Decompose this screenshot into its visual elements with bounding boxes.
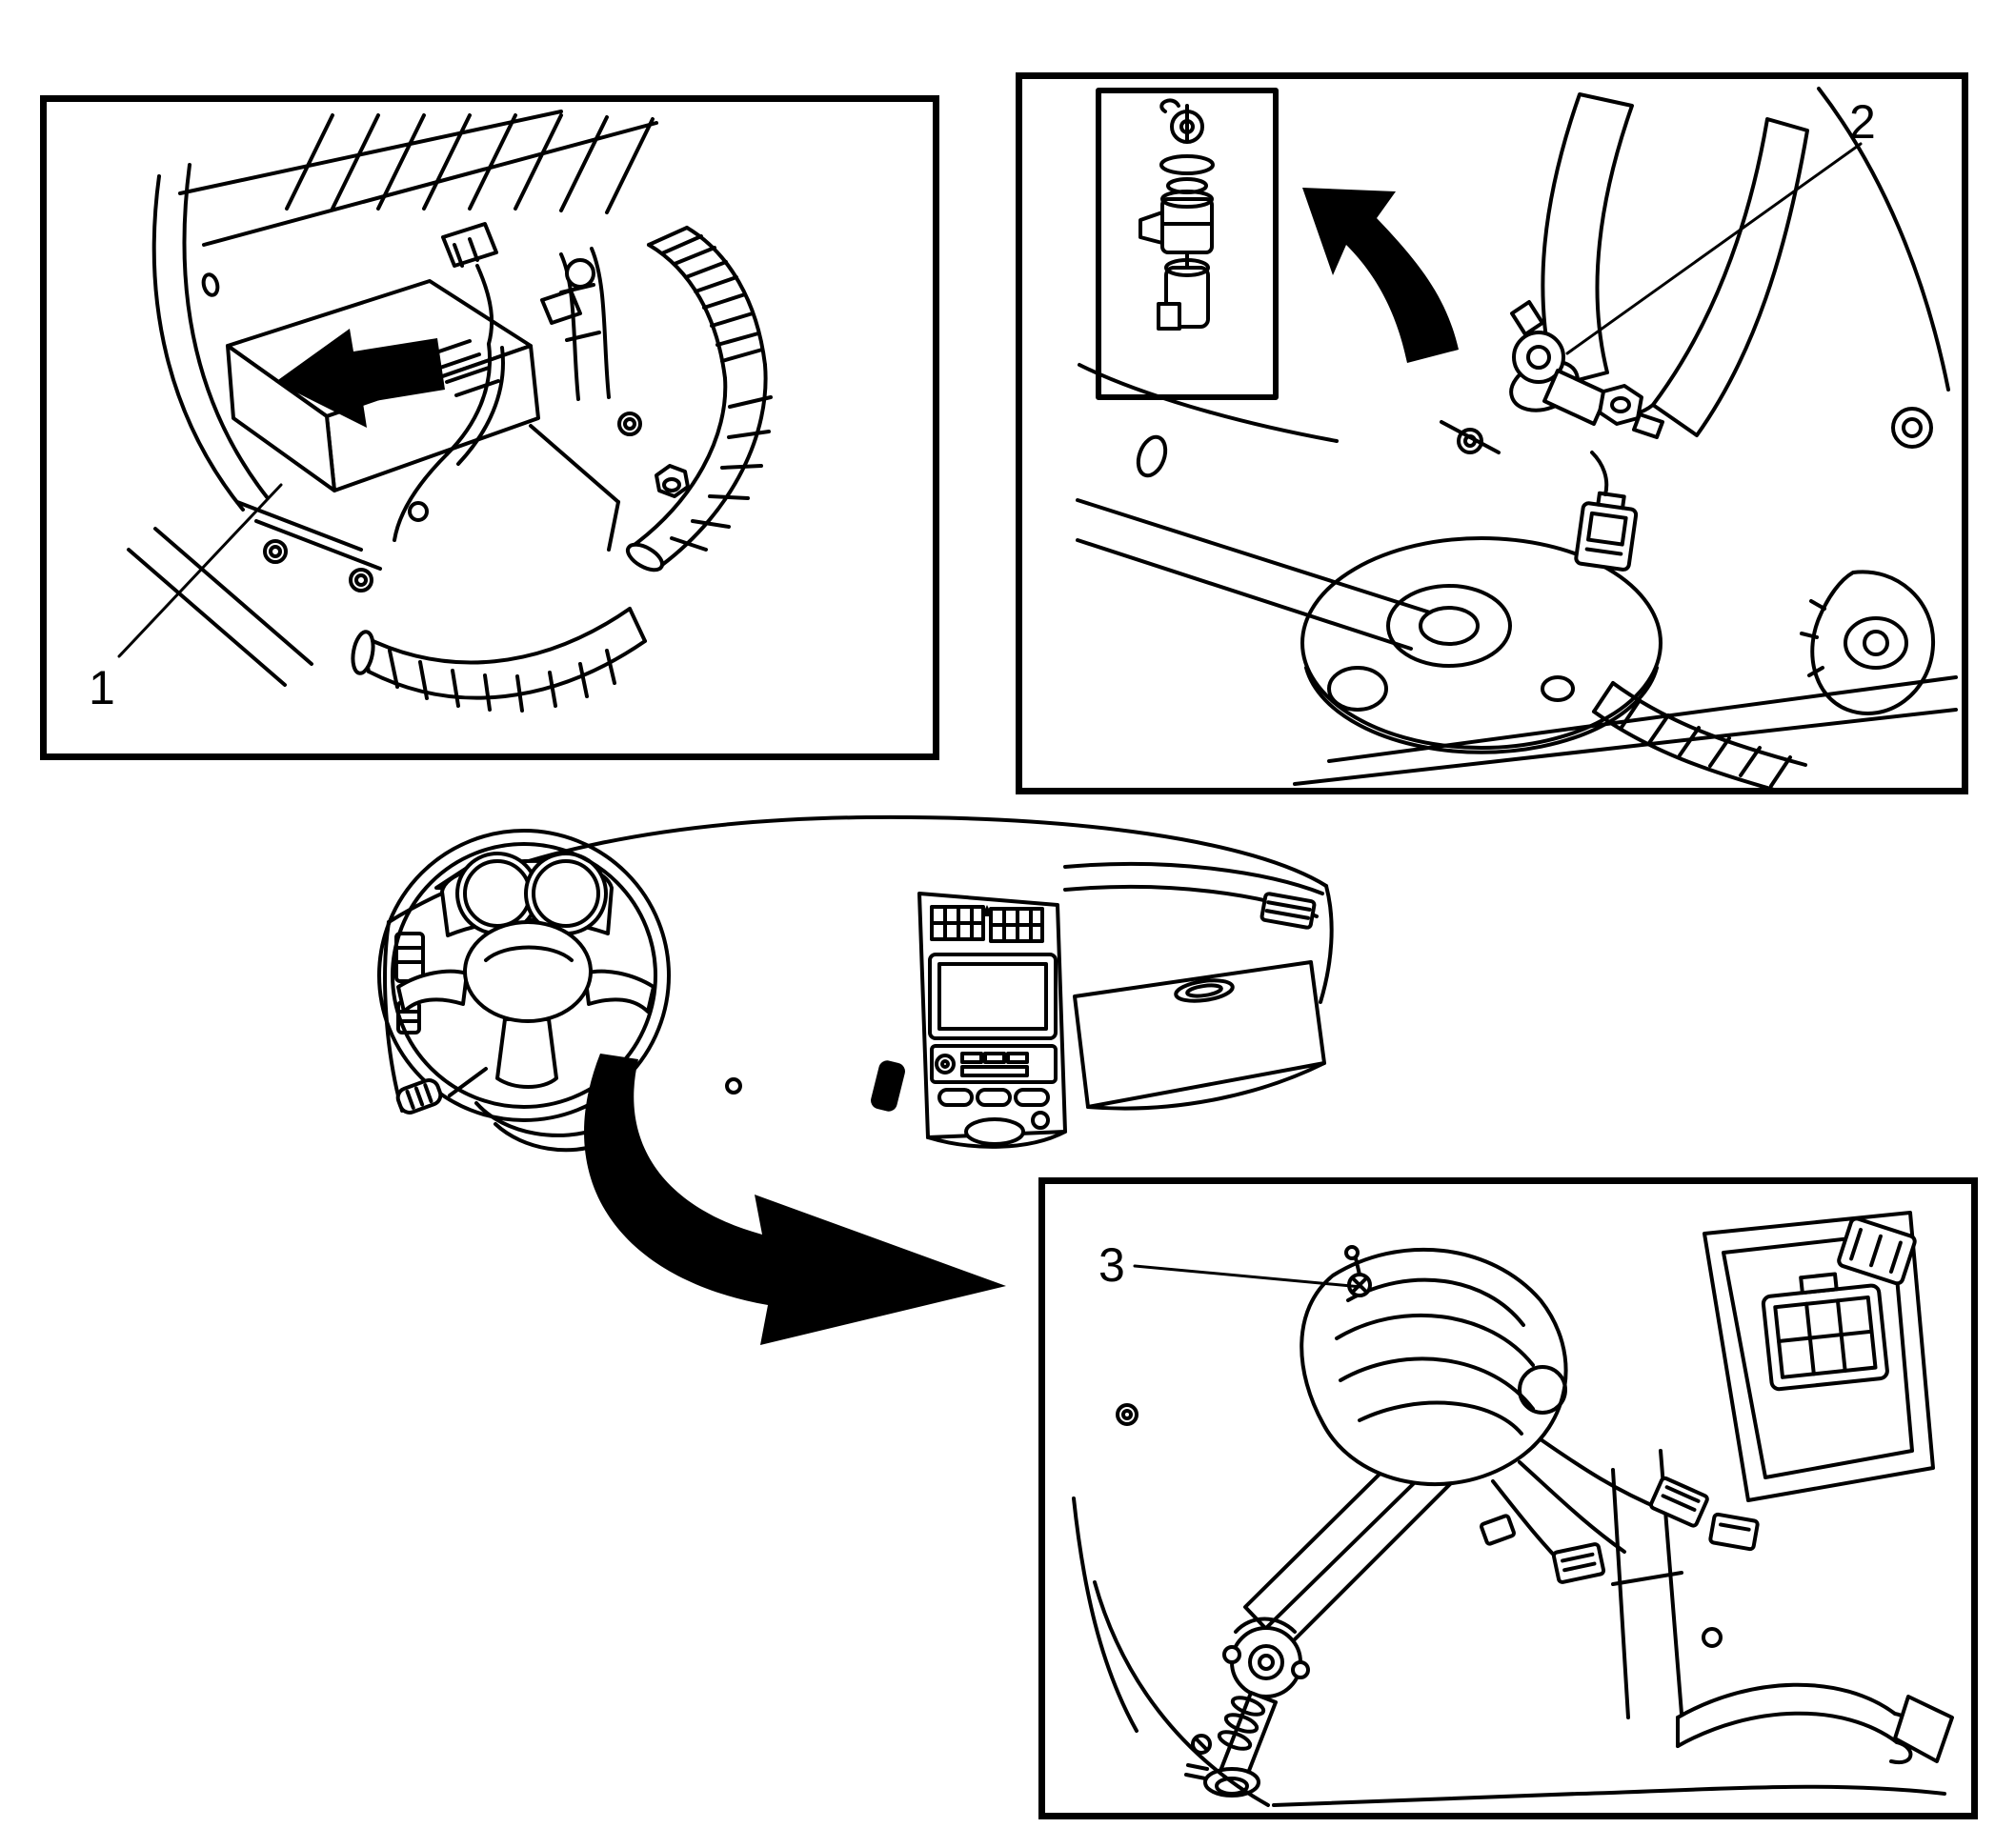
panel-module-location: 1 — [40, 95, 939, 760]
pulley-drum — [1300, 536, 1662, 754]
module-illustration: 1 — [89, 110, 773, 714]
steering-wheel — [377, 829, 671, 1122]
body-line — [178, 110, 563, 195]
callout-3-label: 3 — [1098, 1238, 1125, 1292]
sensor — [1509, 300, 1664, 439]
instrument-panel-overview — [362, 800, 1353, 1219]
corrugated-hose — [1592, 681, 1807, 788]
dashboard-illustration — [377, 814, 1334, 1153]
center-stack — [917, 892, 1067, 1146]
pedal — [871, 1060, 905, 1112]
ignition-switch-illustration: 3 — [1072, 1211, 1954, 1807]
removal-direction-arrow — [1302, 188, 1459, 363]
glovebox — [1073, 960, 1326, 1109]
stalk-knob — [395, 1078, 443, 1115]
callout-2-leader — [1565, 142, 1863, 355]
corrugated-hose — [351, 607, 647, 713]
callout-2-label: 2 — [1849, 95, 1876, 149]
ignition-switch-housing — [1300, 1245, 1568, 1487]
harness-connector — [1761, 1272, 1889, 1392]
panel-ignition-switch: 3 — [1038, 1177, 1978, 1819]
callout-1-label: 1 — [89, 661, 115, 714]
wiring-conduit — [625, 226, 773, 572]
grommet — [1800, 570, 1936, 715]
inset-exploded-view — [1096, 88, 1279, 400]
instrument-cluster — [440, 852, 614, 937]
harness-connector — [1574, 491, 1639, 572]
callout-1-leader — [117, 483, 283, 658]
harness-connector — [1837, 1216, 1917, 1286]
sensor-illustration: 2 — [1076, 87, 1958, 788]
retainer-clip — [1676, 1682, 1913, 1765]
callout-3-leader — [1133, 1264, 1363, 1289]
panel-sensor-location: 2 — [1016, 72, 1968, 794]
body-line — [202, 121, 658, 247]
removal-direction-arrow — [275, 329, 445, 428]
